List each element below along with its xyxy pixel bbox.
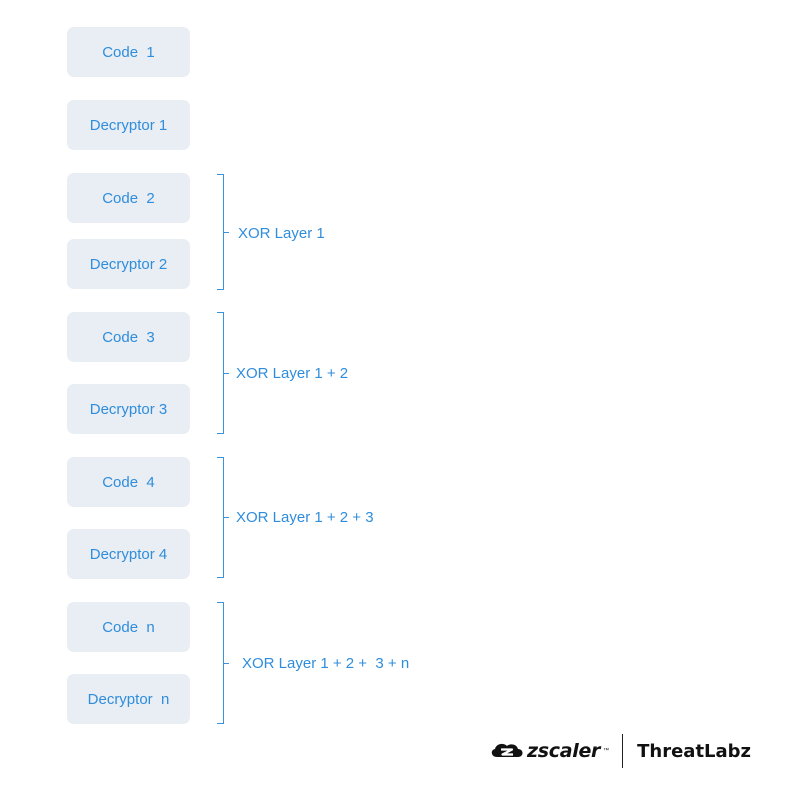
layer-bracket-3 — [217, 457, 224, 578]
bracket-tick-n — [224, 663, 229, 664]
bracket-tick-1 — [224, 232, 229, 233]
decryptor-block-n: Decryptor n — [67, 674, 190, 724]
block-label: Decryptor 4 — [89, 545, 168, 563]
block-label: Code 4 — [102, 473, 155, 491]
block-label: Decryptor n — [87, 690, 170, 708]
zscaler-wordmark: zscaler — [527, 740, 601, 762]
zscaler-logo: zscaler ™ — [490, 740, 609, 762]
block-label: Decryptor 1 — [89, 116, 168, 134]
block-label: Decryptor 3 — [89, 400, 168, 418]
xor-layer-label-n: XOR Layer 1 + 2 + 3 + n — [242, 655, 410, 672]
logo-divider — [622, 734, 624, 768]
layer-bracket-n — [217, 602, 224, 724]
block-label: Code 1 — [102, 43, 155, 61]
footer-logos: zscaler ™ ThreatLabz — [490, 733, 751, 769]
code-block-n: Code n — [67, 602, 190, 652]
code-block-1: Code 1 — [67, 27, 190, 77]
block-label: Code 2 — [102, 189, 155, 207]
threatlabz-wordmark: ThreatLabz — [637, 740, 752, 762]
xor-layer-label-2: XOR Layer 1 + 2 — [236, 365, 349, 382]
xor-layer-label-3: XOR Layer 1 + 2 + 3 — [236, 509, 374, 526]
decryptor-block-3: Decryptor 3 — [67, 384, 190, 434]
block-label: Code 3 — [102, 328, 155, 346]
bracket-tick-2 — [224, 373, 229, 374]
layer-bracket-2 — [217, 312, 224, 434]
block-label: Code n — [102, 618, 155, 636]
decryptor-block-1: Decryptor 1 — [67, 100, 190, 150]
bracket-tick-3 — [224, 517, 229, 518]
trademark-mark: ™ — [603, 748, 610, 754]
layer-bracket-1 — [217, 174, 224, 290]
decryptor-block-4: Decryptor 4 — [67, 529, 190, 579]
xor-layer-label-1: XOR Layer 1 — [238, 225, 325, 242]
zscaler-cloud-logo-icon — [491, 743, 523, 757]
code-block-3: Code 3 — [67, 312, 190, 362]
code-block-4: Code 4 — [67, 457, 190, 507]
code-block-2: Code 2 — [67, 173, 190, 223]
block-label: Decryptor 2 — [89, 255, 168, 273]
decryptor-block-2: Decryptor 2 — [67, 239, 190, 289]
